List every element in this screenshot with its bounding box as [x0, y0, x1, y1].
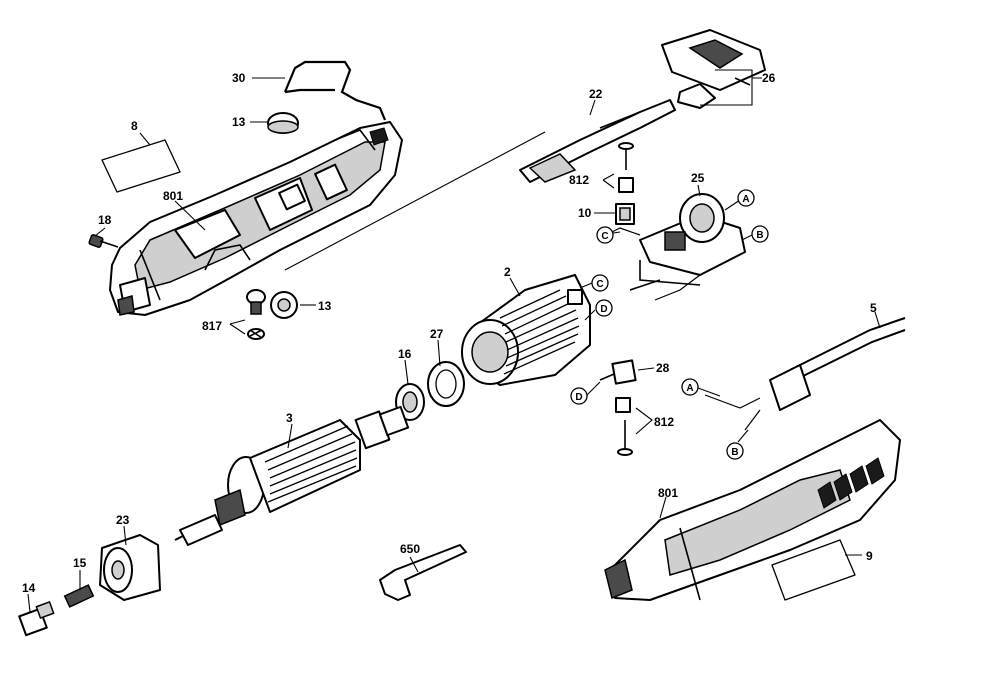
connector-A-cord: A [681, 378, 699, 396]
power-cord-5 [704, 317, 906, 431]
part-label-2: 2 [504, 265, 511, 279]
connector-labels: A B C C D D A B [570, 189, 769, 460]
housing-half-left [109, 121, 403, 316]
part-label-650: 650 [400, 542, 420, 556]
part-label-22: 22 [589, 87, 603, 101]
part-label-23: 23 [116, 513, 130, 527]
part-label-15: 15 [73, 556, 87, 570]
svg-text:A: A [742, 194, 749, 205]
label-plate-9 [771, 539, 856, 601]
part-label-14: 14 [22, 581, 36, 595]
screw-18 [88, 234, 119, 248]
connector-D-lower: D [570, 387, 588, 405]
part-label-18: 18 [98, 213, 112, 227]
connector-B-top: B [751, 225, 769, 243]
collet-cap-14 [18, 601, 55, 637]
part-label-812-top: 812 [569, 173, 589, 187]
part-label-25: 25 [691, 171, 705, 185]
part-label-3: 3 [286, 411, 293, 425]
part-label-13-top: 13 [232, 115, 246, 129]
connector-C-upper: C [596, 226, 614, 244]
svg-text:B: B [756, 230, 763, 241]
part-label-8: 8 [131, 119, 138, 133]
brush-holder-10 [615, 203, 635, 225]
part-label-801-lower: 801 [658, 486, 678, 500]
part-label-812-lower: 812 [654, 415, 674, 429]
nut-23 [99, 534, 161, 601]
connector-C-motor: C [591, 274, 609, 292]
connector-A-top: A [737, 189, 755, 207]
svg-text:D: D [575, 392, 582, 403]
part-label-10: 10 [578, 206, 592, 220]
svg-text:C: C [596, 279, 603, 290]
part-number-labels: 30 13 8 801 18 817 13 22 26 812 10 25 2 … [22, 71, 877, 595]
part-label-28: 28 [656, 361, 670, 375]
part-label-30: 30 [232, 71, 246, 85]
part-label-817: 817 [202, 319, 222, 333]
part-label-801-top: 801 [163, 189, 183, 203]
end-cap-26 [661, 29, 766, 109]
svg-text:D: D [600, 304, 607, 315]
switch-assembly-25 [629, 193, 746, 291]
connector-B-cord: B [726, 442, 744, 460]
label-plate-8 [101, 139, 181, 193]
part-label-27: 27 [430, 327, 444, 341]
switch-slide-22 [519, 99, 676, 183]
part-label-13-lower: 13 [318, 299, 332, 313]
collet-15 [63, 584, 95, 608]
svg-text:C: C [601, 231, 608, 242]
plug-13-lower [270, 291, 298, 319]
wire-bracket-30 [283, 60, 387, 121]
part-label-5: 5 [870, 301, 877, 315]
part-label-9: 9 [866, 549, 873, 563]
brush-holder-28 [599, 359, 637, 385]
part-label-16: 16 [398, 347, 412, 361]
part-label-26: 26 [762, 71, 776, 85]
screw-812-top [618, 142, 634, 193]
assembled-rotary-tool [604, 419, 901, 601]
svg-text:A: A [686, 383, 693, 394]
wrench-650 [379, 544, 467, 601]
armature-3 [174, 405, 410, 546]
connector-D-motor: D [595, 299, 613, 317]
switch-button-817 [246, 289, 266, 340]
plug-13-top [267, 112, 299, 134]
svg-text:B: B [731, 447, 738, 458]
motor-field-2 [461, 274, 591, 386]
ring-27 [427, 361, 465, 407]
screw-812-lower [615, 397, 633, 456]
